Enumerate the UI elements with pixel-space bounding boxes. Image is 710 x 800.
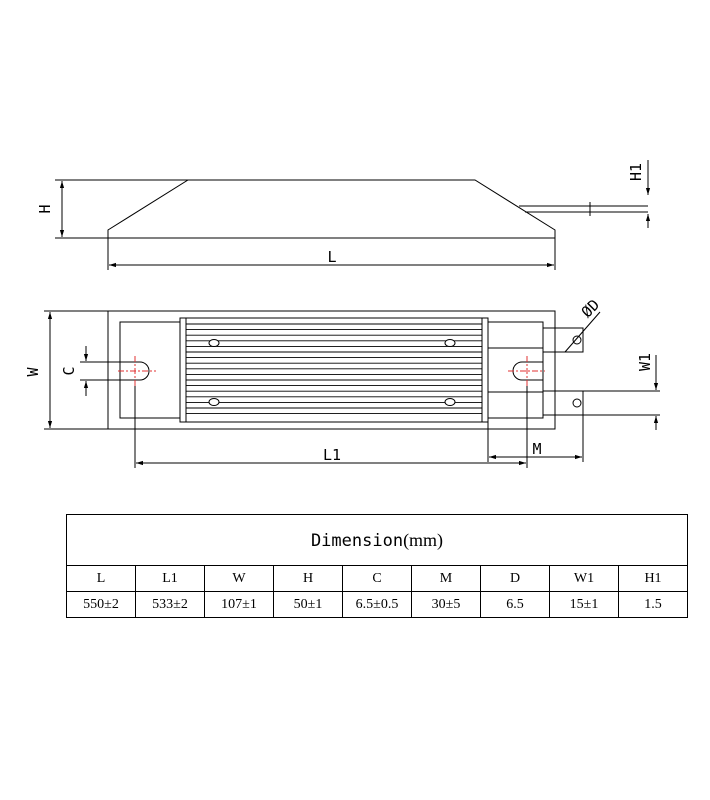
header-cell: C [342, 565, 412, 592]
fins [186, 323, 482, 415]
label-w1: W1 [636, 353, 654, 371]
mounting-holes [208, 339, 456, 406]
label-h: H [36, 204, 54, 213]
header-cell: D [480, 565, 550, 592]
value-cell: 6.5 [480, 591, 550, 618]
center-lines [118, 356, 545, 386]
value-cell: 550±2 [66, 591, 136, 618]
value-cell: 30±5 [411, 591, 481, 618]
terminal-hole [572, 335, 582, 345]
mounting-bracket-left [119, 321, 181, 419]
value-cell: 50±1 [273, 591, 343, 618]
table-title: Dimension(mm) [66, 514, 688, 566]
mounting-hole [208, 339, 220, 347]
label-od: ØD [578, 296, 604, 322]
header-cell: H [273, 565, 343, 592]
top-view [44, 310, 660, 468]
mounting-hole [444, 339, 456, 347]
label-c: C [60, 366, 78, 375]
header-cell: L1 [135, 565, 205, 592]
leader-od [564, 311, 601, 353]
label-l1: L1 [323, 446, 341, 464]
terminal-hole [572, 398, 582, 408]
value-cell: 6.5±0.5 [342, 591, 412, 618]
table-header-row: L L1 W H C M D W1 H1 [66, 565, 688, 592]
header-cell: L [66, 565, 136, 592]
header-cell: M [411, 565, 481, 592]
label-l: L [327, 248, 336, 266]
technical-drawing: H L H1 [24, 160, 660, 468]
terminal-top [542, 327, 584, 353]
header-cell: W [204, 565, 274, 592]
resistor-body-top [107, 310, 556, 430]
label-h1: H1 [627, 163, 645, 181]
header-cell: W1 [549, 565, 619, 592]
side-view [55, 160, 651, 270]
label-w: W [24, 367, 42, 377]
slot-left [120, 361, 150, 381]
header-cell: H1 [618, 565, 688, 592]
fin-block [179, 317, 489, 423]
mounting-hole [208, 398, 220, 406]
value-cell: 15±1 [549, 591, 619, 618]
table-unit: (mm) [403, 529, 444, 550]
mounting-hole [444, 398, 456, 406]
mounting-bracket-right [487, 321, 544, 419]
table-title-text: Dimension [310, 530, 404, 551]
terminal-bottom [542, 390, 584, 416]
table-value-row: 550±2 533±2 107±1 50±1 6.5±0.5 30±5 6.5 … [66, 591, 688, 618]
label-m: M [532, 440, 541, 458]
value-cell: 533±2 [135, 591, 205, 618]
value-cell: 107±1 [204, 591, 274, 618]
value-cell: 1.5 [618, 591, 688, 618]
resistor-body-side [107, 179, 556, 239]
dimension-table: Dimension(mm) L L1 W H C M D W1 H1 550±2… [66, 514, 688, 618]
